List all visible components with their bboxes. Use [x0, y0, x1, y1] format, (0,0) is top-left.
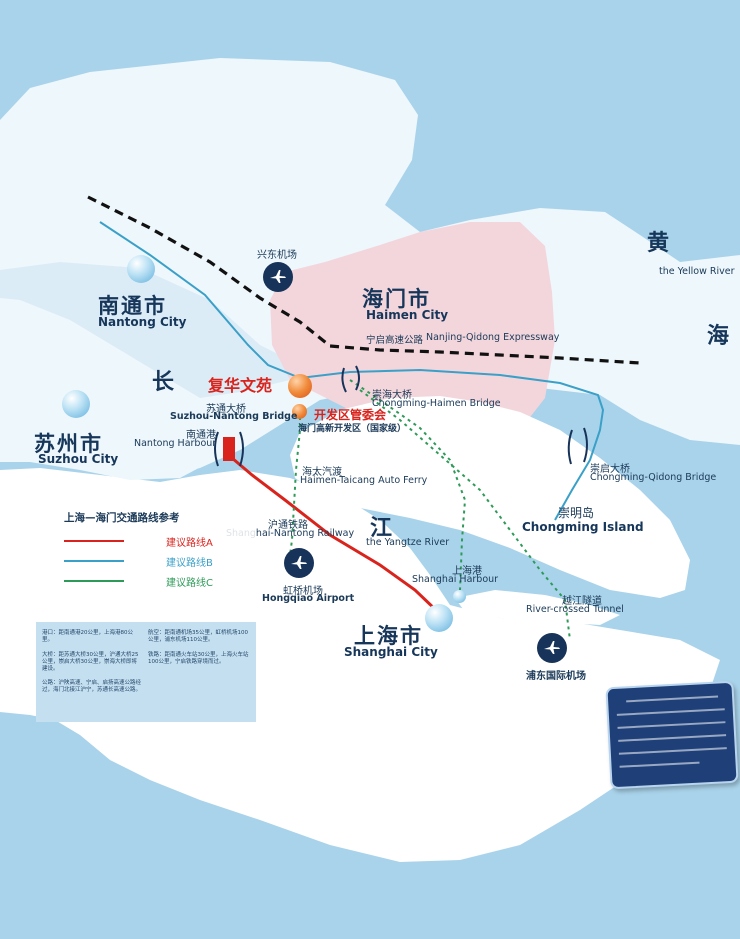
note-rail: 铁路：距南通火车站30公里，上海火车站100公里，宁启铁路穿境而过。	[148, 652, 249, 665]
nantong-label-cn: 南通市	[98, 294, 167, 318]
shanghai-harbour-marker	[453, 590, 466, 603]
haimen-label-cn: 海门市	[362, 287, 431, 311]
route-a-line	[231, 456, 440, 614]
legend-label-c: 建议路线C	[166, 578, 213, 589]
chongqi-bridge-label-cn: 崇启大桥	[590, 464, 630, 475]
suzhou-label-cn: 苏州市	[34, 432, 103, 456]
xingdong-airport-icon	[263, 262, 293, 292]
sutong-bridge-label-cn: 苏通大桥	[206, 404, 246, 415]
tunnel-label-en: River-crossed Tunnel	[526, 604, 624, 615]
expressway-label-cn: 宁启高速公路	[366, 335, 424, 346]
yangtze-label-en: the Yangtze River	[366, 537, 450, 548]
shanghai-harbour-label-en: Shanghai Harbour	[412, 574, 499, 585]
route-legend: 上海—海门交通路线参考 建议路线A 建议路线B 建议路线C	[36, 490, 256, 595]
land-nantong-bank	[0, 262, 330, 398]
sutong-bridge-bracket-left	[214, 431, 219, 467]
transport-notes: 港口：距南通港20公里，上海港80公里。 大桥：距苏通大桥30公里，沪通大桥25…	[36, 622, 256, 722]
admin-marker	[292, 404, 307, 419]
legend-swatch-a	[64, 540, 124, 542]
chongming-island	[290, 396, 690, 598]
ferry-label-en: Haimen-Taicang Auto Ferry	[300, 475, 428, 486]
land-suzhou	[0, 368, 210, 480]
nantong-label-en: Nantong City	[98, 315, 187, 329]
legend-label-b: 建议路线B	[166, 558, 213, 569]
hongqiao-airport-label-en: Hongqiao Airport	[262, 593, 355, 604]
project-marker	[288, 374, 312, 398]
legend-swatch-b	[64, 560, 124, 562]
chongming-label-cn: 崇明岛	[558, 506, 595, 520]
nantong-harbour-label-en: Nantong Harbour	[134, 438, 217, 449]
expressway-label-en: Nanjing-Qidong Expressway	[426, 332, 560, 343]
info-box-line	[617, 721, 726, 729]
yellow-sea-label-en: the Yellow River	[659, 266, 735, 277]
haimen-region	[270, 222, 555, 455]
info-box-line	[626, 695, 719, 703]
info-box-line	[616, 708, 725, 716]
legend-item-b: 建议路线B	[64, 554, 244, 569]
legend-label-a: 建议路线A	[166, 538, 213, 549]
chongqi-bridge-left	[567, 429, 573, 465]
project-name-label: 复华文苑	[208, 376, 273, 395]
railway-label-cn: 沪通铁路	[268, 520, 308, 531]
shanghai-label-cn: 上海市	[354, 624, 423, 648]
chongqi-bridge-right	[583, 427, 588, 463]
note-port: 港口：距南通港20公里，上海港80公里。	[42, 630, 133, 643]
route-c-tunnel	[359, 389, 571, 641]
chonghai-bridge-right	[355, 365, 360, 391]
xingdong-airport-label: 兴东机场	[257, 250, 297, 261]
tunnel-label-cn: 越江隧道	[562, 596, 602, 607]
nantong-marker	[127, 255, 155, 283]
info-box	[605, 680, 739, 790]
info-box-line	[619, 761, 700, 768]
project-admin-label: 开发区管委会	[314, 408, 387, 422]
yellow-sea-label-2: 海	[707, 324, 730, 349]
note-air: 航空：距南通机场35公里，虹桥机场100公里，浦东机场110公里。	[148, 630, 248, 643]
chongming-label-en: Chongming Island	[522, 520, 644, 534]
legend-title: 上海—海门交通路线参考	[64, 512, 180, 524]
legend-swatch-c	[64, 580, 124, 582]
hongqiao-airport-icon	[284, 548, 314, 578]
note-road: 公路：沪陕高速、宁启、启扬高速公路经过，海门北接江沪宁，苏通长高速公路。	[42, 680, 142, 693]
yangtze-label-1: 长	[152, 370, 175, 395]
chonghai-bridge-label-cn: 崇海大桥	[372, 390, 412, 401]
yangtze-label-2: 江	[370, 516, 393, 541]
project-zone-label: 海门高新开发区（国家级）	[298, 424, 407, 434]
route-c-harbour	[349, 379, 467, 591]
chongqi-bridge-label-en: Chongming-Qidong Bridge	[590, 472, 717, 483]
pudong-airport-icon	[537, 633, 567, 663]
railway-label-en: Shanghai-Nantong Railway	[226, 528, 355, 539]
changxing-island	[455, 590, 620, 625]
route-c-ferry	[289, 410, 301, 556]
shanghai-marker	[425, 604, 453, 632]
yellow-sea-label-1: 黄	[647, 231, 670, 256]
suzhou-label-en: Suzhou City	[38, 452, 119, 466]
note-bridge: 大桥：距苏通大桥30公里，沪通大桥25公里，崇启大桥30公里，崇海大桥即将建设。	[42, 652, 139, 672]
sutong-bridge-label-en: Suzhou-Nantong Bridge	[170, 411, 298, 422]
chonghai-bridge-label-en: Chongming-Haimen Bridge	[372, 398, 501, 409]
info-box-line	[618, 747, 727, 755]
legend-item-c: 建议路线C	[64, 574, 244, 589]
chonghai-bridge-left	[341, 367, 347, 393]
haimen-label-en: Haimen City	[366, 308, 449, 322]
shanghai-harbour-label-cn: 上海港	[452, 566, 482, 577]
nantong-harbour-label-cn: 南通港	[186, 430, 216, 441]
shanghai-label-en: Shanghai City	[344, 645, 438, 659]
legend-item-a: 建议路线A	[64, 534, 244, 549]
sutong-bridge-mark	[223, 437, 235, 461]
info-box-line	[618, 734, 727, 742]
suzhou-marker	[62, 390, 90, 418]
route-b-line	[99, 221, 605, 521]
pudong-airport-label: 浦东国际机场	[526, 671, 586, 682]
sutong-bridge-bracket-right	[239, 431, 244, 467]
hongqiao-airport-label-cn: 虹桥机场	[283, 586, 323, 597]
ferry-label-cn: 海太汽渡	[302, 467, 342, 478]
